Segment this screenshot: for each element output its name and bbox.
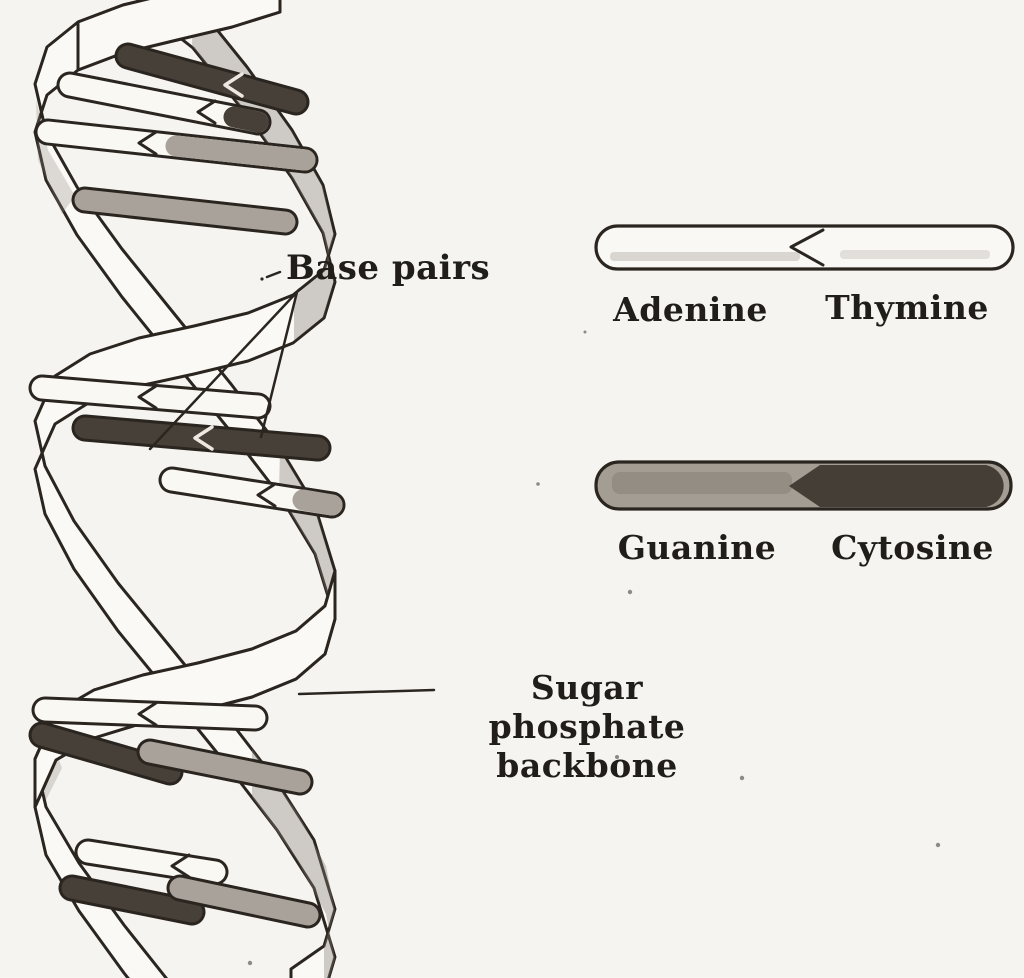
base-pair-rung (28, 721, 184, 786)
base-pair-rung (58, 874, 206, 926)
sugar-phosphate-line1: Sugar phosphate (488, 668, 686, 746)
base-pair-rung (71, 414, 332, 462)
dna-helix (28, 0, 346, 978)
base-pair-rung (136, 738, 314, 796)
backbone-ribbon-strand-a (33, 0, 337, 978)
backbone-ribbon-strand-a-front (33, 569, 337, 809)
sugar-phosphate-backbone-label: Sugar phosphate backbone (437, 668, 737, 785)
base-pair-rung (34, 118, 319, 174)
base-pair-rung (158, 466, 346, 519)
base-pair-rung (28, 374, 272, 420)
base-pair-rung (31, 696, 269, 732)
sugar-phosphate-line2: backbone (496, 746, 678, 785)
adenine-label: Adenine (613, 290, 768, 329)
thymine-label: Thymine (825, 288, 989, 327)
adenine-thymine-capsule (594, 224, 1015, 271)
paper-specks (247, 330, 941, 966)
base-pair-rung (166, 874, 322, 929)
cytosine-label: Cytosine (831, 528, 994, 567)
base-pair-rung (56, 71, 272, 136)
guanine-cytosine-capsule (594, 460, 1013, 511)
base-pairs-label: Base pairs (286, 248, 491, 288)
backbone-leader-line (297, 688, 436, 696)
base-pairs-leader-line (148, 270, 300, 451)
base-pair-rung (114, 42, 310, 116)
backbone-ribbon-strand-a-front-top (76, 0, 282, 72)
backbone-ribbon-strand-b (33, 0, 337, 978)
base-pair-rung (71, 186, 299, 236)
guanine-label: Guanine (617, 528, 777, 567)
base-pair-rungs (28, 42, 346, 929)
base-pair-rung (74, 838, 229, 886)
